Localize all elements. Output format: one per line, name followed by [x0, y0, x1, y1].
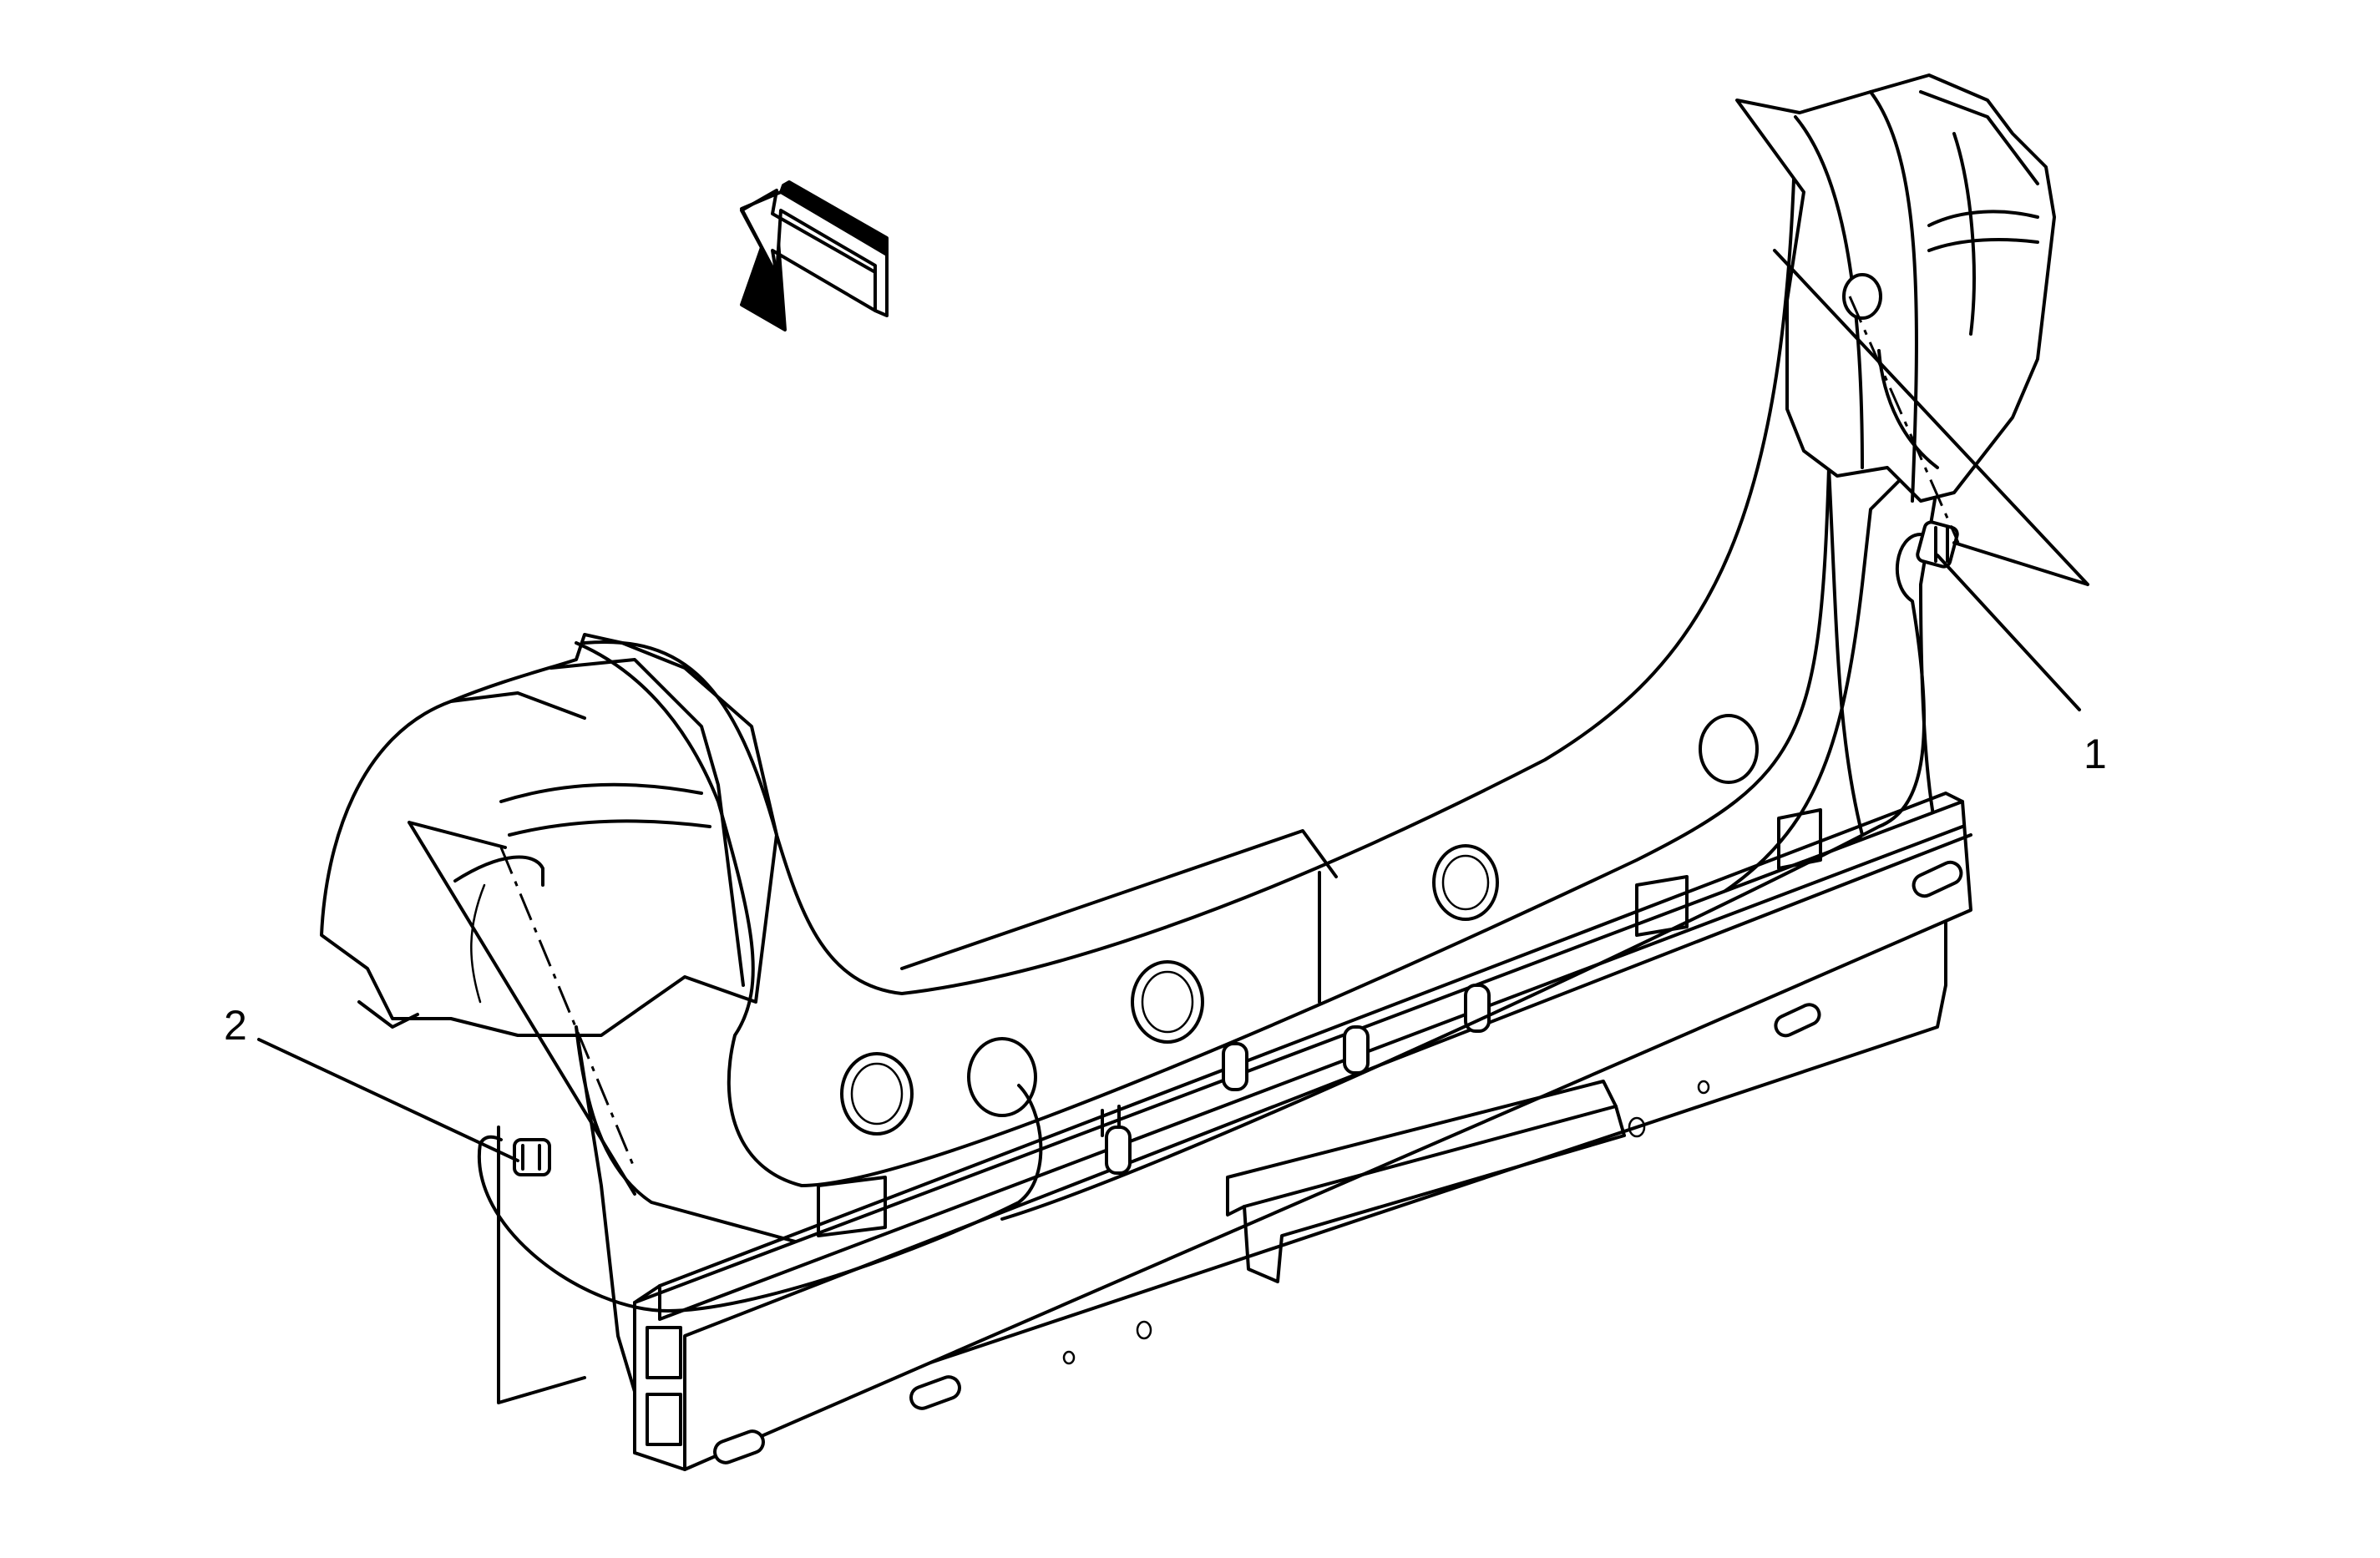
callout-label-2: 2	[224, 1002, 247, 1049]
bumper-mounting-studs	[817, 808, 1822, 1237]
wiring-harness	[477, 533, 1927, 1313]
left-wheelhouse-panel	[320, 633, 778, 1037]
callout-leader-lines	[257, 249, 2089, 1404]
right-wheelhouse-panel	[1735, 73, 2056, 503]
connector-1	[1916, 520, 1959, 569]
access-hole-plugs	[840, 273, 1882, 1136]
connector-2	[513, 1138, 551, 1176]
forward-arrow-icon	[740, 180, 889, 331]
callout-label-1: 1	[2084, 731, 2107, 777]
bumper-impact-bar	[633, 792, 1972, 1471]
